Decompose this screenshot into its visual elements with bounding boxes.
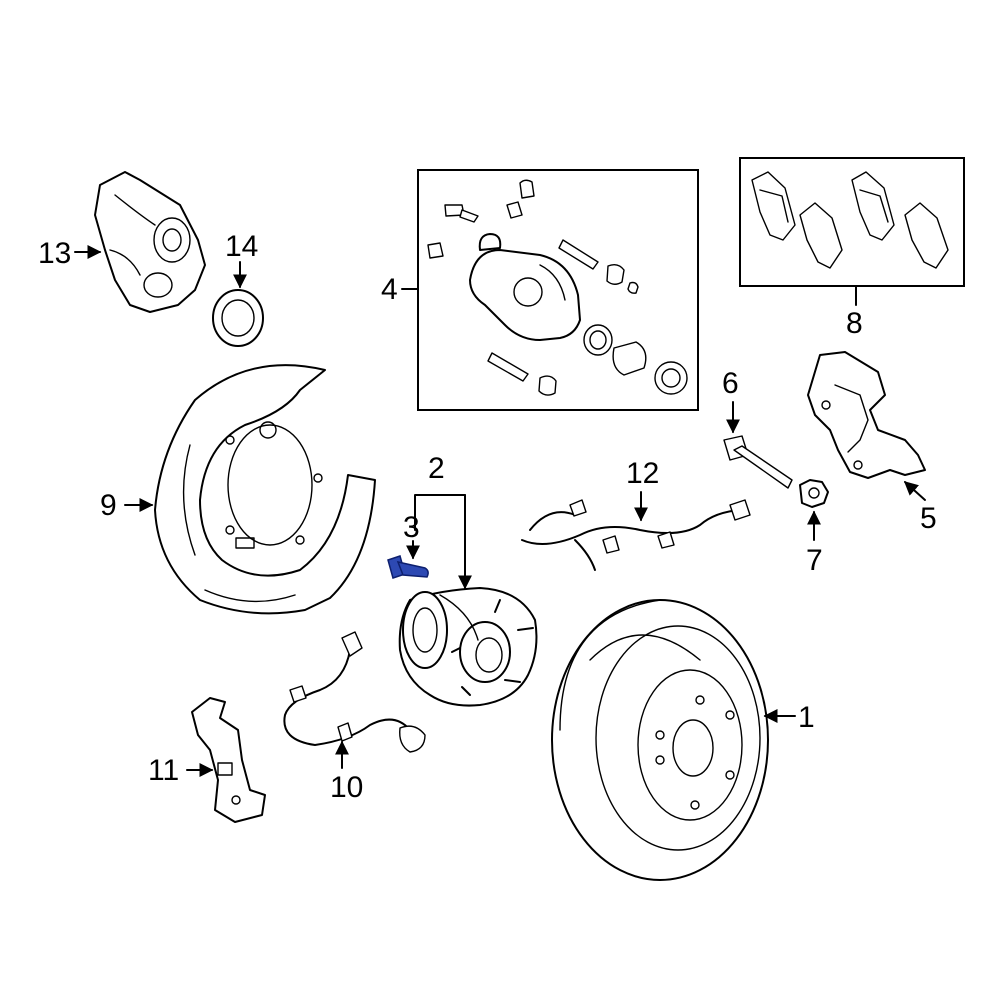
callout-12: 12 — [626, 457, 659, 522]
callout-13-label: 13 — [38, 237, 71, 270]
callout-4-label: 4 — [381, 273, 398, 306]
callout-8-label: 8 — [846, 307, 863, 340]
callout-2: 2 — [414, 452, 472, 590]
pad-kit-box — [739, 157, 965, 287]
callout-11: 11 — [148, 754, 214, 787]
caliper-assembly[interactable] — [427, 179, 688, 396]
callout-8: 8 — [846, 285, 863, 340]
wiring-harness[interactable] — [521, 499, 751, 571]
seal-ring[interactable] — [212, 289, 264, 347]
callout-4: 4 — [381, 273, 419, 306]
callout-11-label: 11 — [148, 754, 179, 787]
dust-shield[interactable] — [154, 364, 376, 615]
callout-1: 1 — [763, 701, 815, 734]
callout-2-label: 2 — [428, 452, 445, 485]
callout-10-label: 10 — [330, 771, 363, 804]
callout-14-label: 14 — [225, 230, 258, 263]
callout-6-label: 6 — [722, 367, 739, 400]
callout-10: 10 — [330, 740, 363, 804]
callout-7: 7 — [806, 510, 823, 577]
nut[interactable] — [799, 479, 829, 508]
callout-6: 6 — [722, 367, 740, 434]
callout-12-label: 12 — [626, 457, 659, 490]
caliper-support-bracket[interactable] — [807, 351, 926, 479]
callout-3: 3 — [403, 511, 420, 560]
callout-5: 5 — [903, 481, 937, 535]
callout-5-label: 5 — [920, 502, 937, 535]
callout-7-label: 7 — [806, 544, 823, 577]
guide-pin-bolt[interactable] — [723, 435, 793, 489]
brake-rotor[interactable] — [551, 599, 769, 881]
callout-9: 9 — [100, 489, 154, 522]
brake-pad-set[interactable] — [751, 171, 949, 269]
sensor-bracket[interactable] — [191, 697, 266, 823]
hub-bolt-highlighted[interactable] — [387, 555, 429, 579]
callout-1-label: 1 — [798, 701, 815, 734]
abs-sensor[interactable] — [283, 631, 426, 753]
hub-bearing-assembly[interactable] — [398, 587, 538, 707]
parking-brake-actuator[interactable] — [94, 171, 206, 313]
callout-13: 13 — [38, 237, 102, 270]
callout-3-label: 3 — [403, 511, 420, 544]
callout-14: 14 — [225, 230, 258, 289]
callout-9-label: 9 — [100, 489, 117, 522]
